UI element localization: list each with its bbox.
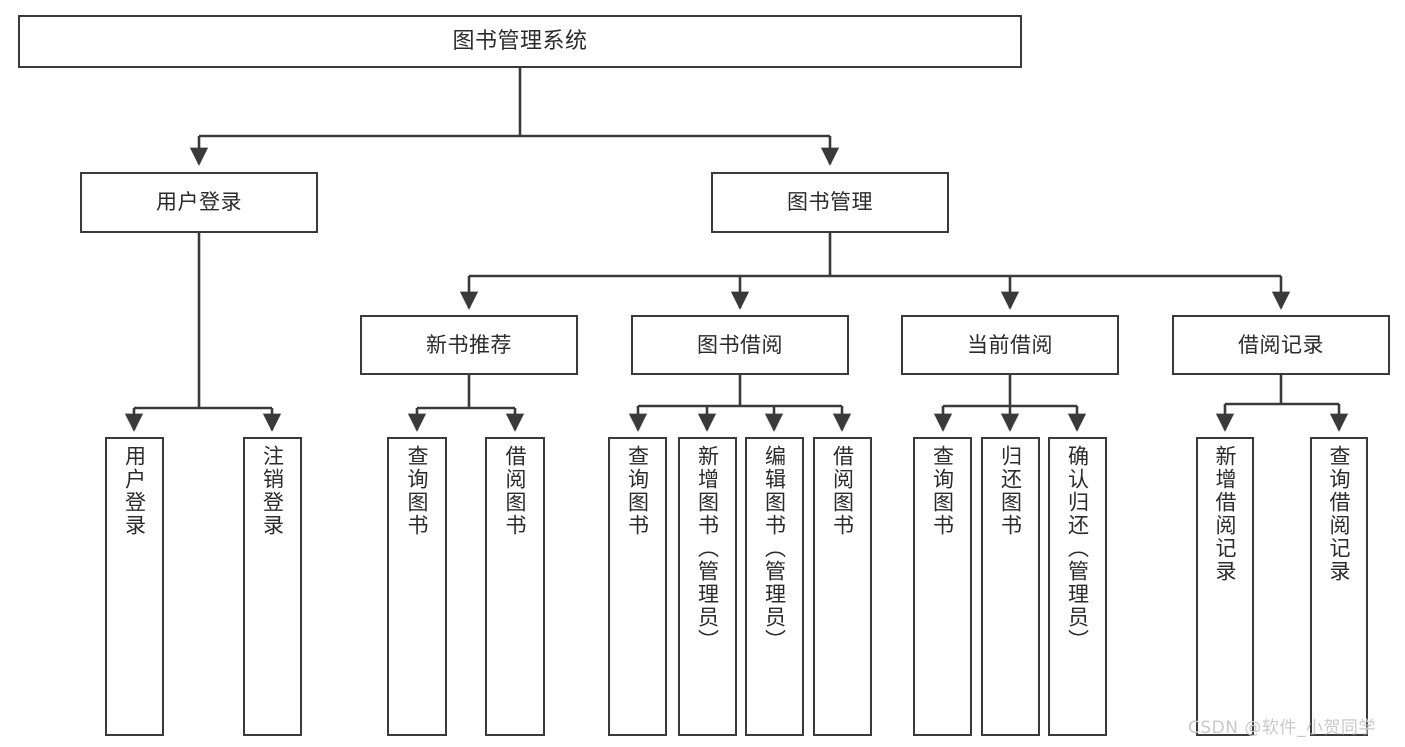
- node-root-label: 图书管理系统: [452, 28, 588, 54]
- node-user-login-label: 用户登录: [156, 190, 242, 215]
- leaf-confirm-return[interactable]: 确认归还（管理员）: [1048, 437, 1107, 736]
- leaf-query-record-label: 查询借阅记录: [1327, 445, 1352, 583]
- node-book-borrow-label: 图书借阅: [697, 332, 783, 357]
- leaf-query-book-2-label: 查询图书: [625, 445, 650, 537]
- node-new-book-recommend-label: 新书推荐: [426, 332, 512, 357]
- leaf-logout-label: 注销登录: [260, 445, 285, 537]
- leaf-return-book[interactable]: 归还图书: [981, 437, 1040, 736]
- node-borrow-record[interactable]: 借阅记录: [1172, 315, 1390, 375]
- node-book-manage-label: 图书管理: [787, 190, 873, 215]
- leaf-add-book-label: 新增图书（管理员）: [695, 445, 720, 652]
- leaf-query-record[interactable]: 查询借阅记录: [1310, 437, 1368, 736]
- node-book-manage[interactable]: 图书管理: [711, 172, 949, 233]
- leaf-logout[interactable]: 注销登录: [243, 437, 302, 736]
- leaf-borrow-book-1[interactable]: 借阅图书: [485, 437, 545, 736]
- leaf-user-login-label: 用户登录: [122, 445, 147, 537]
- leaf-add-book[interactable]: 新增图书（管理员）: [678, 437, 737, 736]
- node-new-book-recommend[interactable]: 新书推荐: [360, 315, 578, 375]
- leaf-query-book-1-label: 查询图书: [405, 445, 430, 537]
- leaf-borrow-book-2[interactable]: 借阅图书: [813, 437, 872, 736]
- node-current-borrow-label: 当前借阅: [967, 332, 1053, 357]
- leaf-query-book-2[interactable]: 查询图书: [608, 437, 667, 736]
- node-current-borrow[interactable]: 当前借阅: [901, 315, 1119, 375]
- leaf-borrow-book-2-label: 借阅图书: [830, 445, 855, 537]
- node-borrow-record-label: 借阅记录: [1238, 332, 1324, 357]
- node-root[interactable]: 图书管理系统: [18, 15, 1022, 68]
- leaf-query-book-3-label: 查询图书: [930, 445, 955, 537]
- leaf-borrow-book-1-label: 借阅图书: [503, 445, 528, 537]
- csdn-watermark: CSDN @软件_小贺同学: [1188, 718, 1376, 738]
- leaf-add-record[interactable]: 新增借阅记录: [1196, 437, 1254, 736]
- node-user-login[interactable]: 用户登录: [80, 172, 318, 233]
- leaf-user-login[interactable]: 用户登录: [105, 437, 164, 736]
- leaf-query-book-1[interactable]: 查询图书: [387, 437, 447, 736]
- leaf-confirm-return-label: 确认归还（管理员）: [1065, 445, 1090, 652]
- leaf-query-book-3[interactable]: 查询图书: [913, 437, 972, 736]
- node-book-borrow[interactable]: 图书借阅: [631, 315, 849, 375]
- leaf-add-record-label: 新增借阅记录: [1213, 445, 1238, 583]
- leaf-edit-book[interactable]: 编辑图书（管理员）: [745, 437, 804, 736]
- leaf-return-book-label: 归还图书: [998, 445, 1023, 537]
- leaf-edit-book-label: 编辑图书（管理员）: [762, 445, 787, 652]
